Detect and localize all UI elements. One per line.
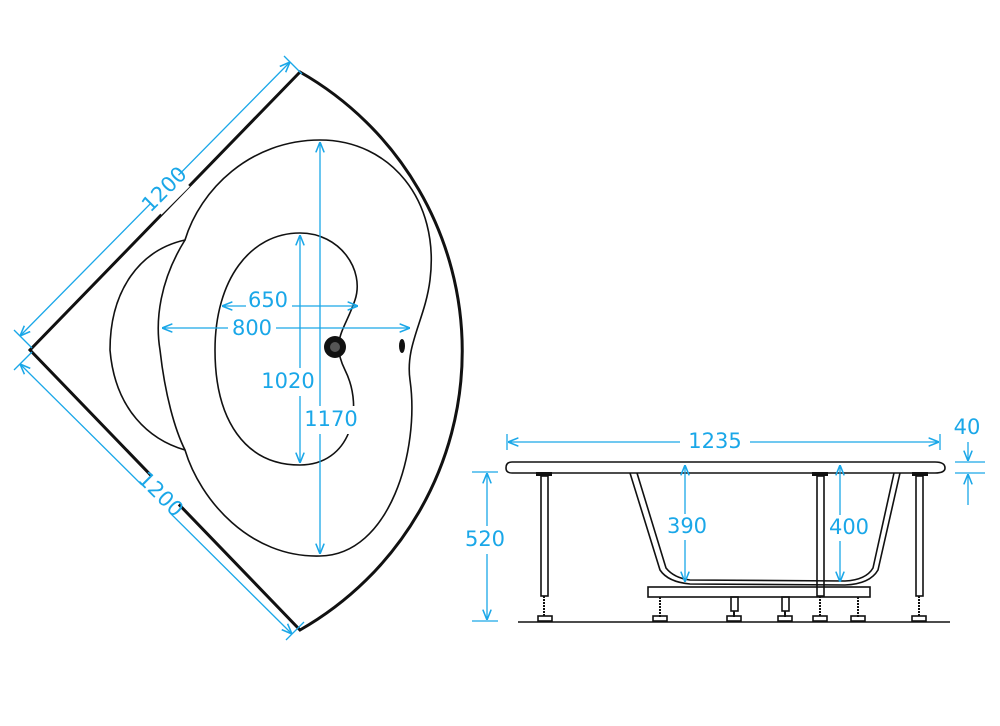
overall-length-dim: 1235 [688,429,741,453]
tub-outline [27,70,464,632]
inner-width-dim: 650 [248,288,288,312]
overflow-icon [399,339,405,353]
legs [536,472,928,622]
rim [505,461,946,474]
depth-left-dim: 390 [667,514,707,538]
inner-length-dim: 1020 [261,369,314,393]
basin-width-dim: 800 [232,316,272,340]
side-view: 1235 40 520 390 400 [462,415,985,623]
tub-wall [629,472,901,586]
depth-right-dim: 400 [829,515,869,539]
seat-line [157,239,186,451]
top-view: 1200 1200 1170 1020 650 800 [13,55,464,641]
base-frame [647,586,871,598]
basin-length-dim: 1170 [304,407,357,431]
overall-height-dim: 520 [465,527,505,551]
rim-thickness-dim: 40 [954,415,981,439]
